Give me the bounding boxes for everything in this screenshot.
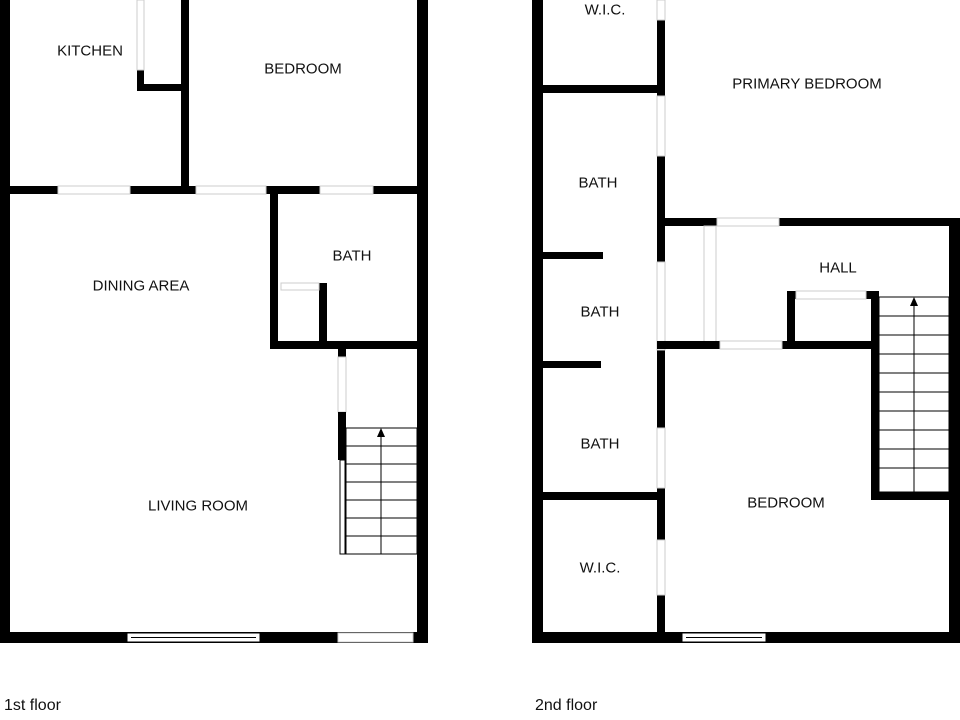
wall-bath-left [270,186,278,349]
room-label-kitchen: KITCHEN [57,42,123,60]
wall-left-2 [532,0,543,643]
room-label-wic-upper: W.I.C. [584,1,626,19]
second-floor-plan [532,0,960,643]
wall-kitchen-bedroom [181,0,189,194]
room-label-primary-bedroom: PRIMARY BEDROOM [732,75,882,93]
wall-wic2-top [532,492,665,500]
wall-left [0,0,10,643]
wall-bath-stub-1 [543,252,603,259]
wall-hall-left [703,225,717,345]
floor-caption-first: 1st floor [4,697,61,714]
opening-dining-2 [195,185,267,195]
room-label-wic-lower: W.I.C. [579,559,621,577]
first-floor-plan [0,0,428,643]
opening-bath-closet [280,282,320,291]
opening-center-1 [656,95,666,157]
room-label-bath-3: BATH [580,435,620,453]
room-label-bedroom-2: BEDROOM [747,494,825,512]
room-label-bath-2: BATH [580,303,620,321]
room-label-bath: BATH [332,247,372,265]
opening-bath-door [319,185,374,195]
wall-stair-enclosure-left [871,291,879,498]
opening-stair-side [337,356,347,413]
opening-dining-1 [57,185,131,195]
opening-center-2 [656,261,666,351]
staircase-second-floor [878,296,950,493]
room-label-living-room: LIVING ROOM [147,497,249,515]
room-label-bath-1: BATH [578,174,618,192]
room-label-dining-area: DINING AREA [92,277,190,295]
opening-bedroom-door [719,340,783,350]
opening-primary-door [716,217,780,227]
floor-caption-second: 2nd floor [535,697,598,714]
wall-linen-left [787,291,795,349]
wall-stair-enclosure-bottom [871,492,960,500]
wall-right [417,0,428,643]
wall-right-lower-2 [949,220,960,643]
wall-bath-closet [319,283,327,349]
wall-bath-bottom [270,341,428,349]
opening-wic-top [656,0,666,21]
wall-stair-left [338,412,346,460]
staircase-first-floor [339,427,418,555]
wall-pantry-bottom [137,84,189,91]
room-label-bedroom: BEDROOM [264,60,342,78]
opening-linen [795,290,867,300]
wall-primary-bottom [657,218,960,226]
room-label-hall: HALL [819,259,857,277]
opening-front-door [337,632,414,643]
wall-bath-stub-2 [543,361,601,368]
opening-center-3 [656,427,666,489]
wall-wic-bottom [532,85,665,93]
opening-pantry [136,0,145,71]
opening-center-4 [656,539,666,596]
